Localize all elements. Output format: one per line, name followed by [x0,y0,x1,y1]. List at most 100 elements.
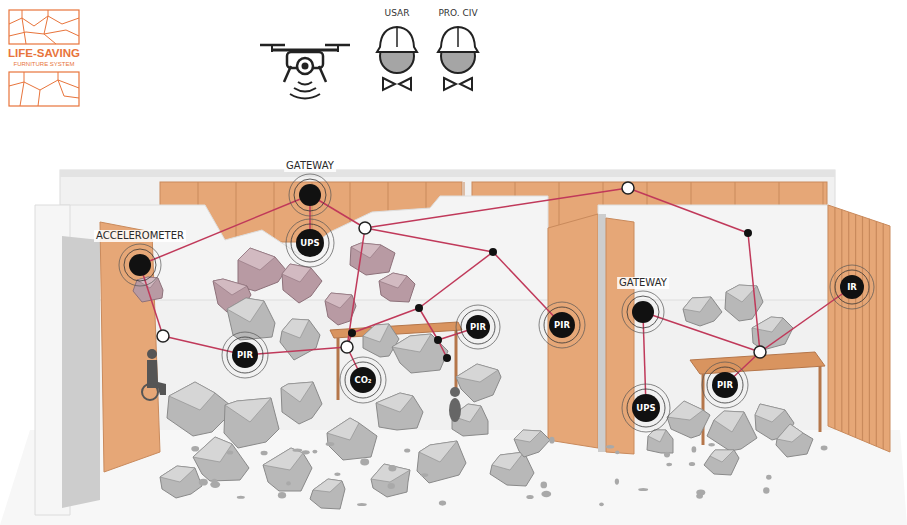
rubble-facet [327,418,359,440]
sensor-label: IR [840,275,864,299]
signal-ring [627,296,659,328]
rubble-facet [755,404,785,422]
rubble-facet [710,450,734,462]
network-link [643,323,645,394]
signal-ring [286,219,334,267]
signal-ring [544,307,580,343]
helmet-ridge [396,27,398,47]
signal-ring [707,367,743,403]
rubble-rock [376,393,423,430]
sensor-node: GATEWAY [632,301,654,323]
rubble-facet [213,279,247,295]
sensor-node: PIR [466,315,490,339]
rubble-facet [419,441,457,462]
rubble-rock [371,464,410,497]
rubble-rock [160,466,202,498]
debris [549,437,554,444]
debris [615,479,619,485]
debris [199,479,208,486]
column [62,236,100,508]
logo-pattern [44,10,56,44]
rubble-rock [456,364,501,402]
signal-ring [294,179,326,211]
grille-slat [848,212,849,435]
drone-leg [284,66,291,82]
sensor-node: PIR [232,342,258,368]
signal-rings [288,173,332,217]
network-wire [643,312,760,352]
sensor-node: UPS [296,229,324,257]
debris [763,487,769,493]
rubble-facet [667,401,703,420]
network-link [309,206,311,229]
back-wall [60,170,835,440]
device-label: GATEWAY [284,160,336,172]
signal-ring [830,265,874,309]
rubble-facet [456,364,498,382]
rubble-rock [193,437,249,481]
rubble-rock [647,430,673,453]
rubble-facet [282,319,309,338]
signal-ring [622,291,664,333]
debris [292,449,302,452]
table-leg [455,330,458,395]
debris [388,465,396,471]
drone-icon [260,45,350,99]
collar [444,78,472,90]
sensor-label: PIR [466,315,490,339]
debris [191,446,199,452]
drone-leg [319,66,326,82]
signal-ring [289,174,331,216]
drone-lens [302,63,309,70]
person-body [147,360,166,395]
grille-slat [883,223,884,449]
sensor-node: PIR [712,372,738,398]
rubble-facet [376,393,413,412]
rubble-facet [392,334,431,352]
grille-slat [834,207,835,429]
sensor-node: UPS [632,394,660,422]
rubble-facet [227,298,264,322]
furniture-panel [100,222,160,472]
signal-ring [345,362,381,398]
furniture-panel [548,214,598,448]
device-label: GATEWAY [617,277,669,289]
signal-ring [461,310,495,344]
sensor-label: CO₂ [350,367,376,393]
rubble-rock [227,298,275,340]
signal-ring [340,357,386,403]
sensor-node: CO₂ [350,367,376,393]
rescuer-icon [377,27,417,90]
sensor-label: UPS [296,229,324,257]
person-head [450,387,460,397]
relay-node [359,222,371,234]
grille-slat [855,214,856,437]
rubble-rock [683,297,722,326]
rubble-rock [392,334,448,373]
person-body [449,398,461,422]
signal-ring [124,249,156,281]
logo-pattern [38,90,40,106]
furniture-grille [828,205,890,452]
column [598,214,606,452]
table-leg [819,366,822,432]
rubble-facet [281,382,313,402]
logo-frame [9,72,79,106]
helmet [438,27,478,52]
signal-ring [627,389,665,427]
signal-rings [621,290,665,334]
logo-pattern [22,10,26,44]
rubble-facet [371,464,410,482]
rubble-facet [492,452,524,470]
network-wire [748,233,760,352]
role-label: USAR [385,9,410,19]
debris [638,488,648,491]
rubble-rock [280,319,320,360]
rescuer-icon [438,27,478,90]
signal-arc [294,88,316,92]
rubble-rock [776,424,813,457]
drone-camera [297,58,313,74]
helmet [377,27,417,52]
relay-dot [443,354,451,362]
debris [599,502,604,506]
